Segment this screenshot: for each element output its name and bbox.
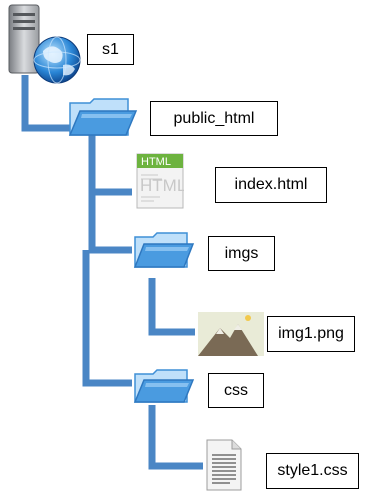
folder-icon [68, 98, 138, 136]
node-label-style1-css: style1.css [266, 453, 359, 489]
folder-icon [133, 369, 195, 403]
connector-css-style1 [148, 405, 203, 470]
html-file-icon-watermark: HTML [140, 176, 184, 195]
node-label-imgs: imgs [208, 236, 275, 271]
connector-imgs-img1 [148, 278, 195, 336]
server-globe-icon [8, 4, 81, 84]
folder-icon [133, 232, 195, 268]
node-label-public-html: public_html [150, 101, 278, 136]
text-file-icon [206, 439, 242, 491]
connector-public-html-css [82, 250, 132, 387]
connector-public-html-imgs [88, 192, 132, 254]
connector-s1-public-html [21, 75, 70, 132]
node-label-index-html: index.html [215, 167, 327, 203]
node-label-s1: s1 [87, 34, 134, 65]
image-file-icon [198, 312, 264, 356]
node-label-img1-png: img1.png [267, 316, 355, 352]
html-file-icon: HTML HTML [136, 153, 184, 209]
node-label-css: css [208, 373, 264, 408]
html-file-icon-text: HTML [141, 156, 171, 168]
connector-public-html-index [88, 135, 132, 196]
